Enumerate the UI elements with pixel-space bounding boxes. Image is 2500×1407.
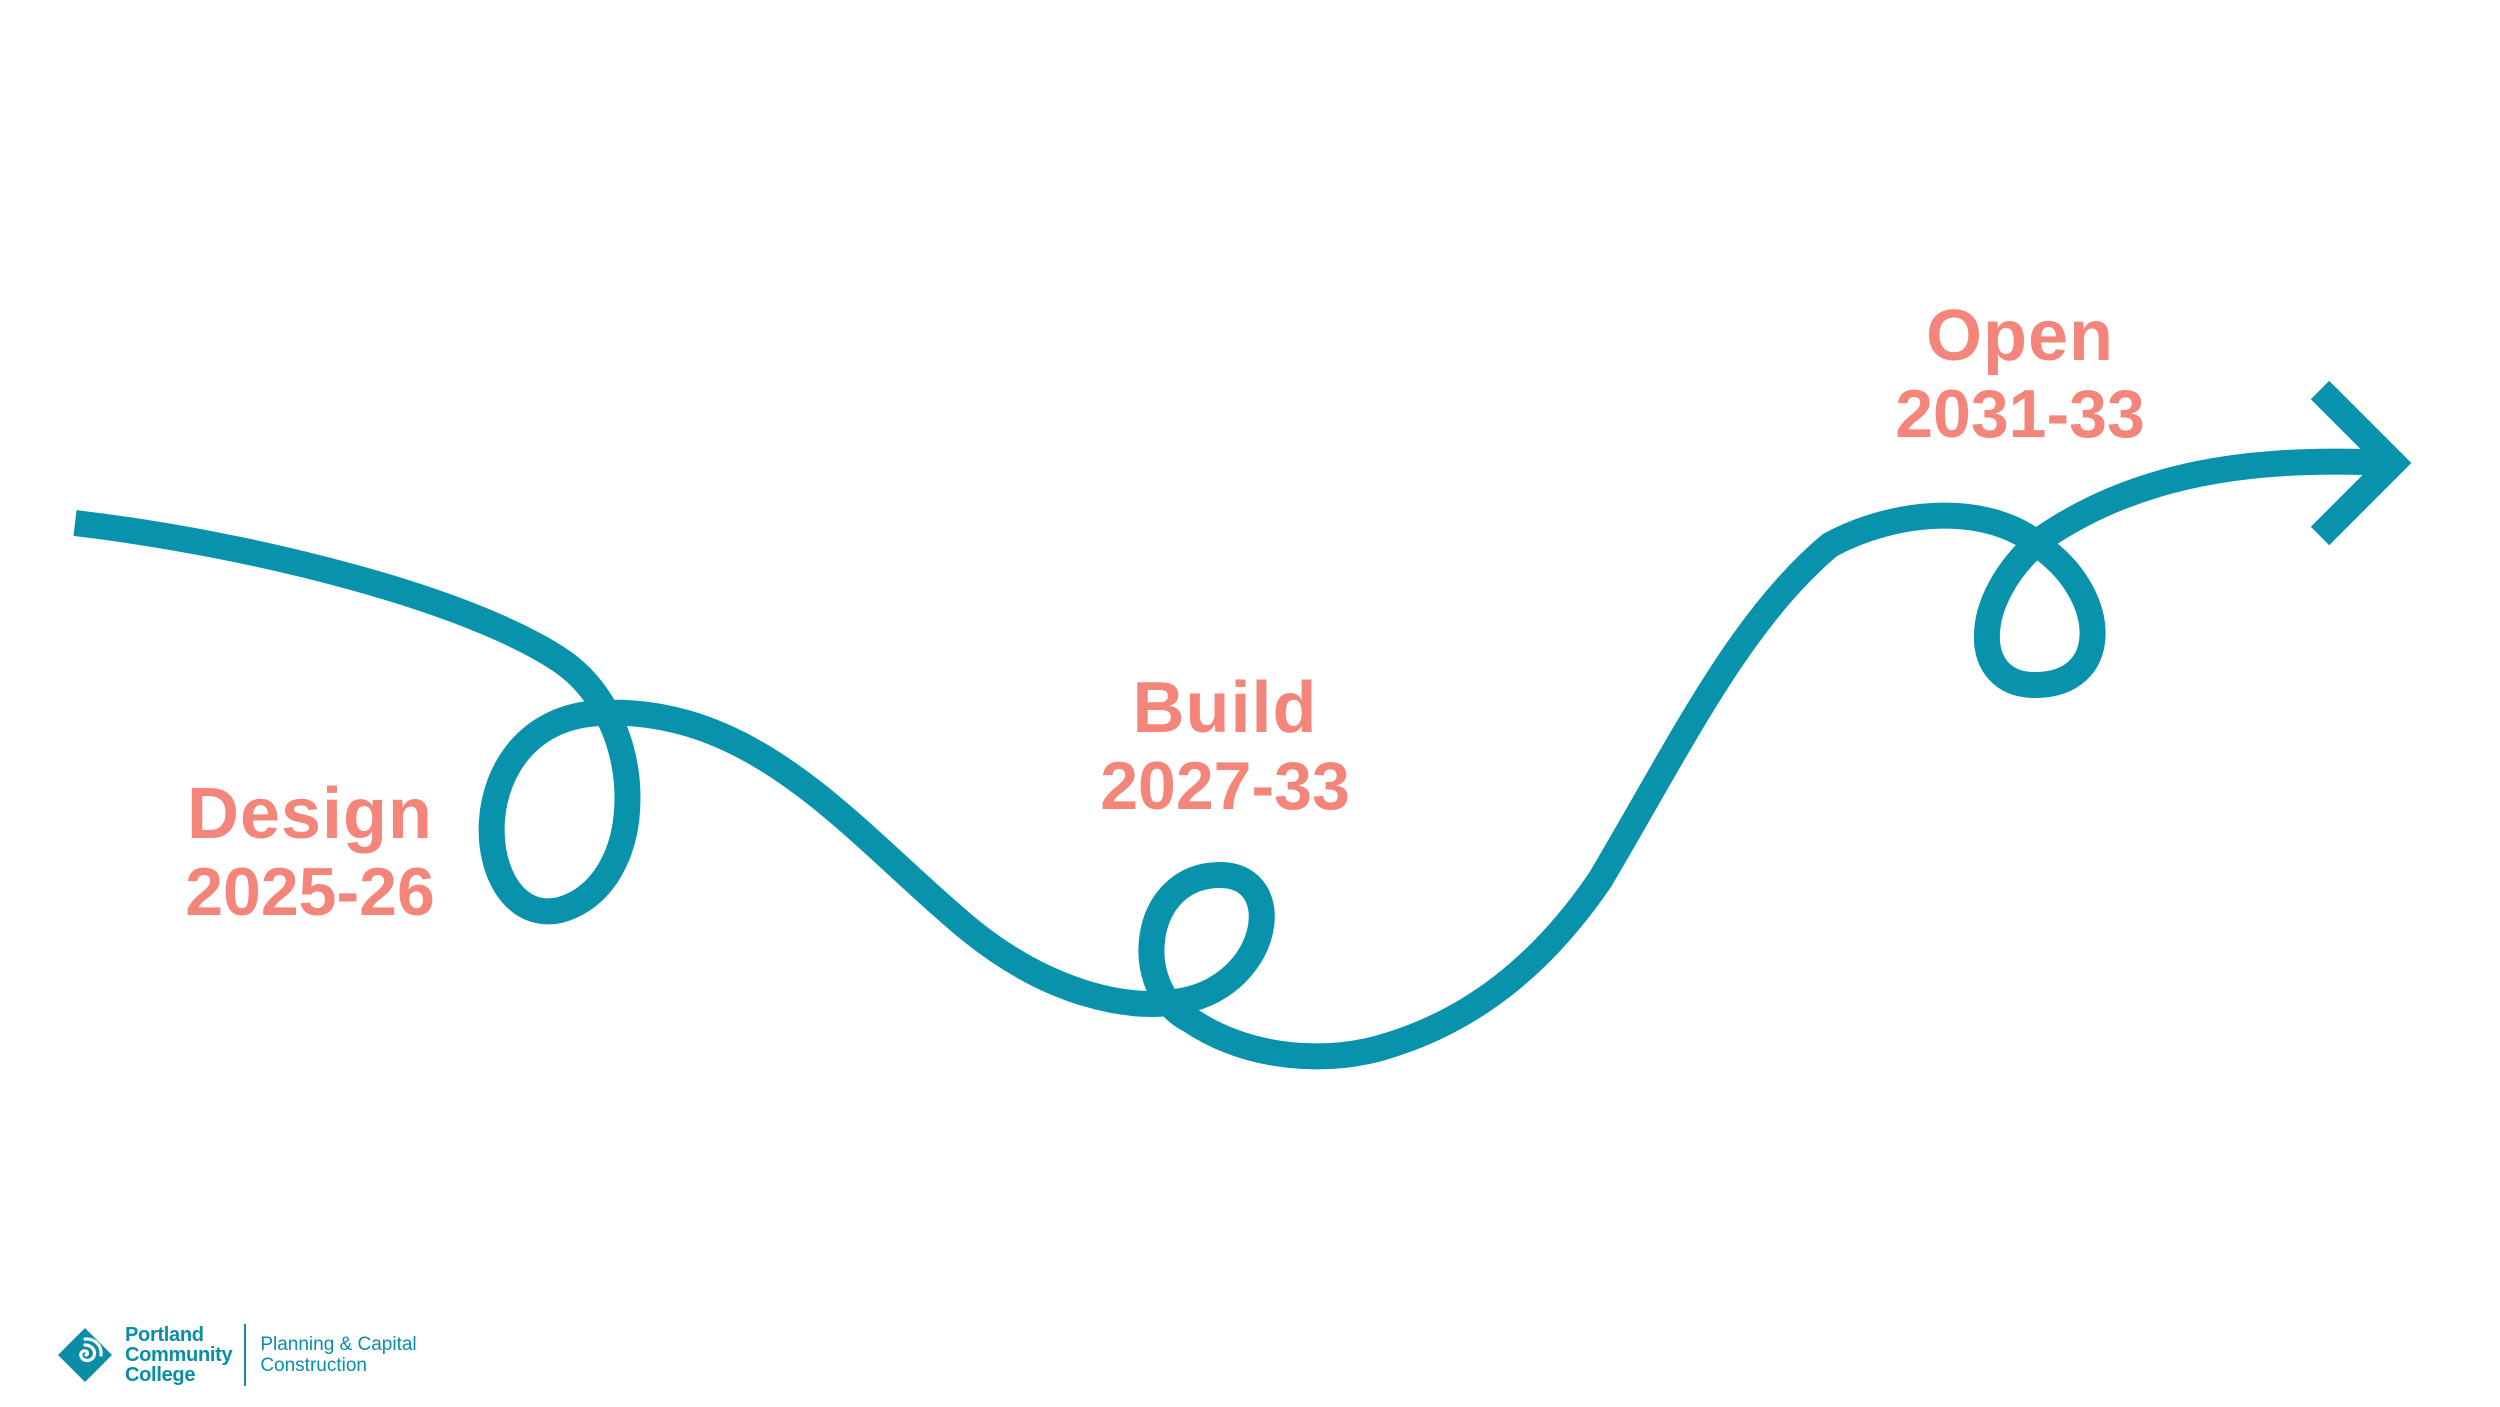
arrow-head-icon	[2310, 380, 2412, 546]
department-name-line: Construction	[260, 1355, 367, 1376]
milestone-label: Open	[1925, 296, 2114, 376]
college-name-line: Community	[125, 1344, 233, 1366]
milestone-years: 2025-26	[185, 854, 435, 930]
timeline-curve	[73, 448, 2396, 1070]
milestone-years: 2031-33	[1895, 376, 2145, 452]
department-name-line: Planning & Capital	[260, 1334, 417, 1355]
milestone-label: Design	[186, 774, 434, 854]
college-logo: Portland Community College Planning & Ca…	[55, 1322, 417, 1388]
department-name: Planning & Capital Construction	[260, 1334, 416, 1376]
logo-divider	[244, 1324, 247, 1386]
milestone-design: Design 2025-26	[160, 778, 460, 926]
college-name: Portland Community College	[125, 1324, 233, 1386]
milestone-label: Build	[1132, 668, 1318, 748]
milestone-build: Build 2027-33	[1075, 672, 1375, 820]
spiral-diamond-icon	[58, 1328, 112, 1382]
milestone-years: 2027-33	[1100, 748, 1350, 824]
college-name-line: College	[125, 1364, 196, 1386]
college-name-line: Portland	[125, 1324, 204, 1346]
milestone-open: Open 2031-33	[1870, 300, 2170, 448]
